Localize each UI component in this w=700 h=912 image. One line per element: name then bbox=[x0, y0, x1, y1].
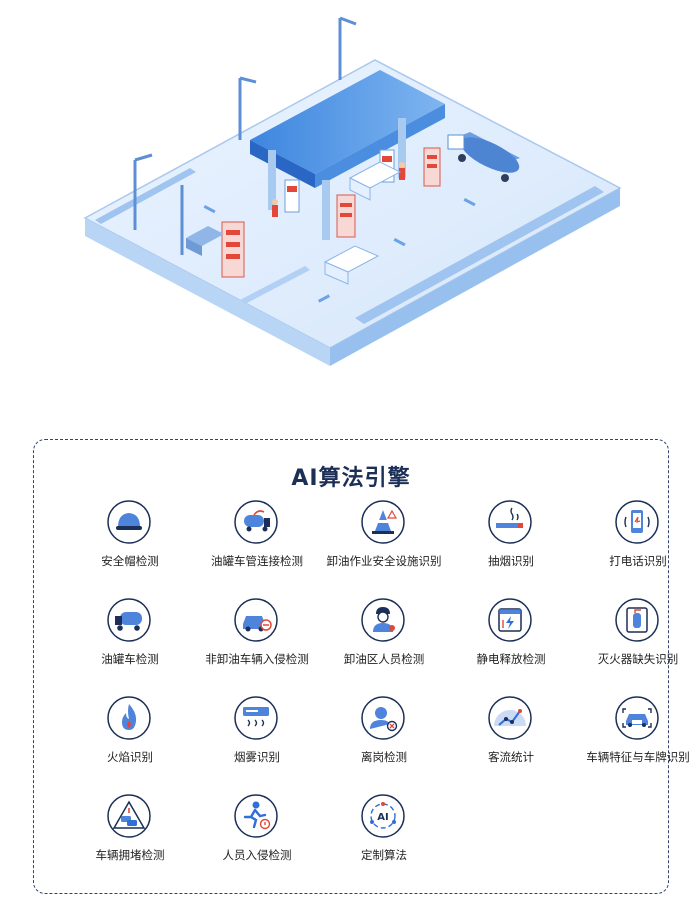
algorithm-item-cone[interactable]: 卸油作业安全设施识别 bbox=[320, 500, 448, 590]
algorithm-item-smoking[interactable]: 抽烟识别 bbox=[447, 500, 575, 590]
algorithm-item-custom[interactable]: AI 定制算法 bbox=[320, 794, 448, 884]
worker-icon bbox=[361, 598, 405, 642]
algorithm-item-person-intrusion[interactable]: 人员入侵检测 bbox=[193, 794, 321, 884]
algorithm-label: 油罐车管连接检测 bbox=[211, 554, 303, 568]
ai-engine-panel: AI算法引擎 安全帽检测 油罐车管连接检测 bbox=[33, 439, 690, 894]
algorithm-label: 灭火器缺失识别 bbox=[597, 652, 679, 666]
algorithm-label: 车辆特征与车牌识别 bbox=[586, 750, 690, 764]
extinguisher-icon bbox=[615, 598, 659, 642]
algorithm-item-extinguisher[interactable]: 灭火器缺失识别 bbox=[574, 598, 700, 688]
algorithm-item-phone[interactable]: 打电话识别 bbox=[574, 500, 700, 590]
algorithm-item-absent[interactable]: 离岗检测 bbox=[320, 696, 448, 786]
algorithm-item-car-intrusion[interactable]: 非卸油车辆入侵检测 bbox=[193, 598, 321, 688]
algorithm-item-flow[interactable]: 客流统计 bbox=[447, 696, 575, 786]
algorithm-label: 人员入侵检测 bbox=[222, 848, 292, 862]
algorithm-item-plate[interactable]: 车辆特征与车牌识别 bbox=[574, 696, 700, 786]
svg-text:AI: AI bbox=[377, 812, 388, 823]
gas-station-illustration bbox=[83, 16, 622, 366]
algorithm-item-tanker[interactable]: 油罐车检测 bbox=[66, 598, 194, 688]
algorithm-item-tanker-pipe[interactable]: 油罐车管连接检测 bbox=[193, 500, 321, 590]
panel-title: AI算法引擎 bbox=[291, 466, 411, 491]
algorithm-label: 离岗检测 bbox=[361, 750, 407, 764]
static-discharge-icon bbox=[488, 598, 532, 642]
algorithm-label: 安全帽检测 bbox=[101, 554, 159, 568]
tanker-pipe-icon bbox=[234, 500, 278, 544]
algorithm-item-static[interactable]: 静电释放检测 bbox=[447, 598, 575, 688]
algorithm-item-worker[interactable]: 卸油区人员检测 bbox=[320, 598, 448, 688]
algorithm-item-flame[interactable]: 火焰识别 bbox=[66, 696, 194, 786]
license-plate-icon bbox=[615, 696, 659, 740]
person-intrusion-icon bbox=[234, 794, 278, 838]
flow-chart-icon bbox=[488, 696, 532, 740]
car-intrusion-icon bbox=[234, 598, 278, 642]
algorithm-label: 定制算法 bbox=[361, 848, 407, 862]
algorithm-item-smoke[interactable]: 烟雾识别 bbox=[193, 696, 321, 786]
custom-ai-icon: AI bbox=[361, 794, 405, 838]
algorithm-label: 卸油区人员检测 bbox=[343, 652, 425, 666]
algorithm-label: 火焰识别 bbox=[107, 750, 153, 764]
smoke-icon bbox=[234, 696, 278, 740]
algorithm-label: 车辆拥堵检测 bbox=[95, 848, 165, 862]
algorithm-label: 油罐车检测 bbox=[101, 652, 159, 666]
helmet-icon bbox=[107, 500, 151, 544]
traffic-jam-icon bbox=[107, 794, 151, 838]
algorithm-label: 烟雾识别 bbox=[234, 750, 280, 764]
algorithm-label: 打电话识别 bbox=[609, 554, 667, 568]
algorithm-label: 抽烟识别 bbox=[488, 554, 534, 568]
algorithm-label: 客流统计 bbox=[488, 750, 534, 764]
algorithm-label: 静电释放检测 bbox=[476, 652, 546, 666]
traffic-cone-icon bbox=[361, 500, 405, 544]
flame-icon bbox=[107, 696, 151, 740]
algorithm-label: 非卸油车辆入侵检测 bbox=[205, 652, 309, 666]
tanker-truck-icon bbox=[107, 598, 151, 642]
algorithm-item-jam[interactable]: 车辆拥堵检测 bbox=[66, 794, 194, 884]
algorithm-item-helmet[interactable]: 安全帽检测 bbox=[66, 500, 194, 590]
algorithm-label: 卸油作业安全设施识别 bbox=[326, 554, 442, 568]
cigarette-icon bbox=[488, 500, 532, 544]
phone-call-icon bbox=[615, 500, 659, 544]
absent-person-icon bbox=[361, 696, 405, 740]
algorithm-grid: 安全帽检测 油罐车管连接检测 卸油作业安全设施识别 bbox=[34, 500, 690, 890]
